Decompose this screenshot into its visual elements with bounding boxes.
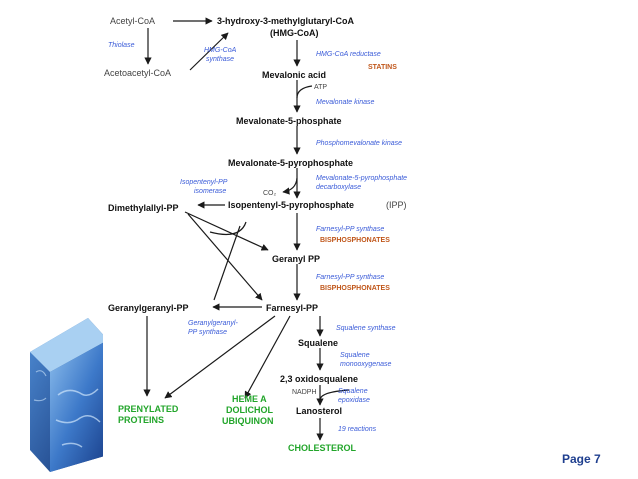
- ipp-join-curve: [209, 221, 247, 235]
- arrow-fpp-to-heme: [244, 315, 291, 399]
- node-ubiquinon: UBIQUINON: [222, 416, 274, 426]
- enzyme-phosphomevalonate-kinase: Phosphomevalonate kinase: [316, 140, 402, 147]
- globe-cube-icon: [30, 310, 113, 479]
- arrow-dmapp-to-fpp: [187, 213, 263, 301]
- inhibitor-bisphosphonates-1: BISPHOSPHONATES: [320, 237, 390, 244]
- node-geranylgeranyl-pp: Geranylgeranyl-PP: [108, 303, 189, 313]
- arrow-fpp-to-prenylated: [164, 315, 276, 399]
- node-dimethylallyl-pp: Dimethylallyl-PP: [108, 203, 179, 213]
- node-prenylated-proteins: PRENYLATED: [118, 404, 179, 414]
- enzyme-squalene-epoxidase-line2: epoxidase: [338, 397, 370, 404]
- enzyme-squalene-synthase: Squalene synthase: [336, 325, 396, 332]
- enzyme-ggpp-synthase-line2: PP synthase: [188, 329, 227, 336]
- inhibitor-statins: STATINS: [368, 64, 397, 71]
- node-hmg-coa: 3-hydroxy-3-methylglutaryl-CoA: [217, 16, 355, 26]
- node-lanosterol: Lanosterol: [296, 406, 342, 416]
- enzyme-decarboxylase-line2: decarboxylase: [316, 184, 361, 191]
- node-isopentenyl-pp-abbrev: (IPP): [386, 200, 407, 210]
- inhibitor-labels: STATINS BISPHOSPHONATES BISPHOSPHONATES: [320, 64, 397, 292]
- arrow-dmapp-to-gpp: [184, 211, 269, 251]
- enzyme-squalene-monooxygenase-line2: monooxygenase: [340, 361, 391, 368]
- enzyme-fpp-synthase-2: Farnesyl-PP synthase: [316, 274, 384, 281]
- arrow-acetoacetyl-to-hmg: [189, 32, 229, 71]
- node-cholesterol: CHOLESTEROL: [288, 443, 357, 453]
- node-heme-a: HEME A: [232, 394, 267, 404]
- node-acetoacetyl-coa: Acetoacetyl-CoA: [104, 68, 171, 78]
- node-hmg-coa-abbrev: (HMG-CoA): [270, 28, 319, 38]
- enzyme-ipp-isomerase: Isopentenyl-PP: [180, 179, 228, 186]
- enzyme-decarboxylase: Mevalonate-5-pyrophosphate: [316, 175, 407, 182]
- enzyme-hmg-synthase-line2: synthase: [206, 56, 234, 63]
- enzyme-squalene-monooxygenase: Squalene: [340, 352, 370, 359]
- enzyme-hmg-synthase: HMG-CoA: [204, 47, 237, 54]
- co2-curve: [282, 177, 298, 195]
- cofactor-labels: ATP CO₂ NADPH: [263, 84, 327, 396]
- enzyme-fpp-synthase-1: Farnesyl-PP synthase: [316, 226, 384, 233]
- cofactor-atp: ATP: [314, 84, 327, 91]
- enzyme-squalene-epoxidase: Squalene: [338, 388, 368, 395]
- node-mevalonate-5-pyrophosphate: Mevalonate-5-pyrophosphate: [228, 158, 353, 168]
- node-acetyl-coa: Acetyl-CoA: [110, 16, 155, 26]
- pathway-arrows: [143, 17, 350, 441]
- enzyme-mevalonate-kinase: Mevalonate kinase: [316, 99, 374, 106]
- enzyme-ipp-isomerase-line2: isomerase: [194, 188, 226, 195]
- pathway-nodes: Acetyl-CoA Acetoacetyl-CoA 3-hydroxy-3-m…: [104, 16, 407, 453]
- node-squalene: Squalene: [298, 338, 338, 348]
- enzyme-hmg-reductase: HMG-CoA reductase: [316, 51, 381, 58]
- node-mevalonic-acid: Mevalonic acid: [262, 70, 326, 80]
- enzyme-labels: Thiolase HMG-CoA synthase HMG-CoA reduct…: [108, 42, 407, 433]
- enzyme-19-reactions: 19 reactions: [338, 426, 377, 433]
- atp-curve: [296, 85, 313, 99]
- node-dolichol: DOLICHOL: [226, 405, 273, 415]
- nadph-curve: [319, 389, 350, 401]
- enzyme-thiolase: Thiolase: [108, 42, 135, 49]
- node-oxidosqualene: 2,3 oxidosqualene: [280, 374, 358, 384]
- node-isopentenyl-pp: Isopentenyl-5-pyrophosphate: [228, 200, 354, 210]
- page-number-label: Page 7: [562, 452, 601, 466]
- enzyme-ggpp-synthase: Geranylgeranyl-: [188, 320, 238, 327]
- node-farnesyl-pp: Farnesyl-PP: [266, 303, 318, 313]
- cofactor-nadph: NADPH: [292, 389, 317, 396]
- node-prenylated-proteins-line2: PROTEINS: [118, 415, 164, 425]
- node-geranyl-pp: Geranyl PP: [272, 254, 320, 264]
- node-mevalonate-5-phosphate: Mevalonate-5-phosphate: [236, 116, 342, 126]
- arrow-ipp-to-fpp: [213, 225, 241, 301]
- inhibitor-bisphosphonates-2: BISPHOSPHONATES: [320, 285, 390, 292]
- cofactor-co2: CO₂: [263, 190, 277, 197]
